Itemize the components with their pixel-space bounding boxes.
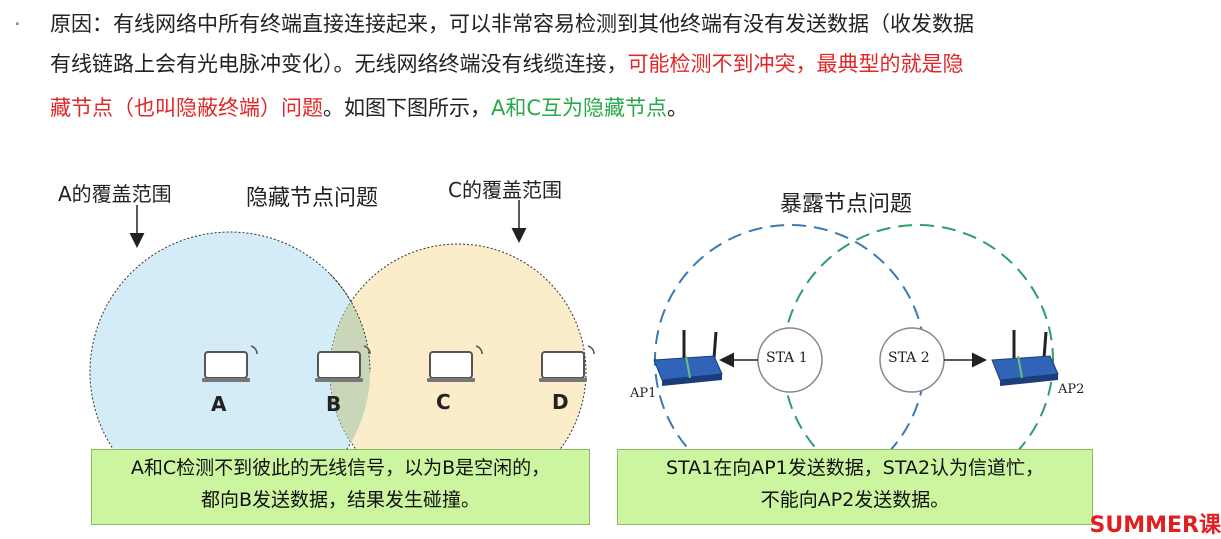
bullet-point: · xyxy=(14,12,21,36)
node-label-c: C xyxy=(436,390,451,414)
hidden-node-caption: A和C检测不到彼此的无线信号，以为B是空闲的， 都向B发送数据，结果发生碰撞。 xyxy=(91,449,590,525)
exposed-node-caption: STA1在向AP1发送数据，STA2认为信道忙， 不能向AP2发送数据。 xyxy=(617,449,1093,525)
node-label-a: A xyxy=(211,392,227,416)
ap2-label: AP2 xyxy=(1058,382,1085,397)
c-coverage-label: C的覆盖范围 xyxy=(448,178,562,202)
hidden-caption-line-2: 都向B发送数据，结果发生碰撞。 xyxy=(200,489,481,511)
node-label-d: D xyxy=(552,390,569,414)
node-label-b: B xyxy=(326,392,342,416)
laptop-icon-d xyxy=(539,345,595,382)
paragraph-line-1: 原因：有线网络中所有终端直接连接起来，可以非常容易检测到其他终端有没有发送数据（… xyxy=(50,12,974,36)
sta2-label: STA 2 xyxy=(888,350,930,366)
a-coverage-label: A的覆盖范围 xyxy=(58,182,172,206)
hidden-node-title: 隐藏节点问题 xyxy=(246,186,379,211)
laptop-icon-b xyxy=(315,345,371,382)
line3-plain-text: 。如图下图所示， xyxy=(323,96,491,120)
line3-green-text: A和C互为隐藏节点 xyxy=(491,96,668,120)
paragraph-line-2: 有线链路上会有光电脉冲变化）。无线网络终端没有线缆连接，可能检测不到冲突，最典型… xyxy=(50,42,964,86)
exposed-node-title: 暴露节点问题 xyxy=(780,192,913,217)
sta1-label: STA 1 xyxy=(766,350,808,366)
exposed-caption-line-1: STA1在向AP1发送数据，STA2认为信道忙， xyxy=(665,457,1045,479)
line3-end-text: 。 xyxy=(667,96,689,120)
hidden-caption-line-1: A和C检测不到彼此的无线信号，以为B是空闲的， xyxy=(130,457,551,479)
ap1-label: AP1 xyxy=(630,386,657,401)
router-icon-ap1 xyxy=(653,330,723,386)
watermark-logo: SUMMER课 xyxy=(1089,513,1221,538)
line3-red-text: 藏节点（也叫隐蔽终端）问题 xyxy=(50,96,323,120)
paragraph-line-3: 藏节点（也叫隐蔽终端）问题。如图下图所示，A和C互为隐藏节点。 xyxy=(50,86,688,130)
line2-red-text: 可能检测不到冲突，最典型的就是隐 xyxy=(627,52,964,76)
line2-plain-text: 有线链路上会有光电脉冲变化）。无线网络终端没有线缆连接， xyxy=(50,52,628,76)
a-circle-edge xyxy=(329,273,371,373)
laptop-icon-a xyxy=(202,345,258,382)
router-icon-ap2 xyxy=(991,330,1059,386)
laptop-icon-c xyxy=(427,345,483,382)
exposed-caption-line-2: 不能向AP2发送数据。 xyxy=(760,489,950,511)
